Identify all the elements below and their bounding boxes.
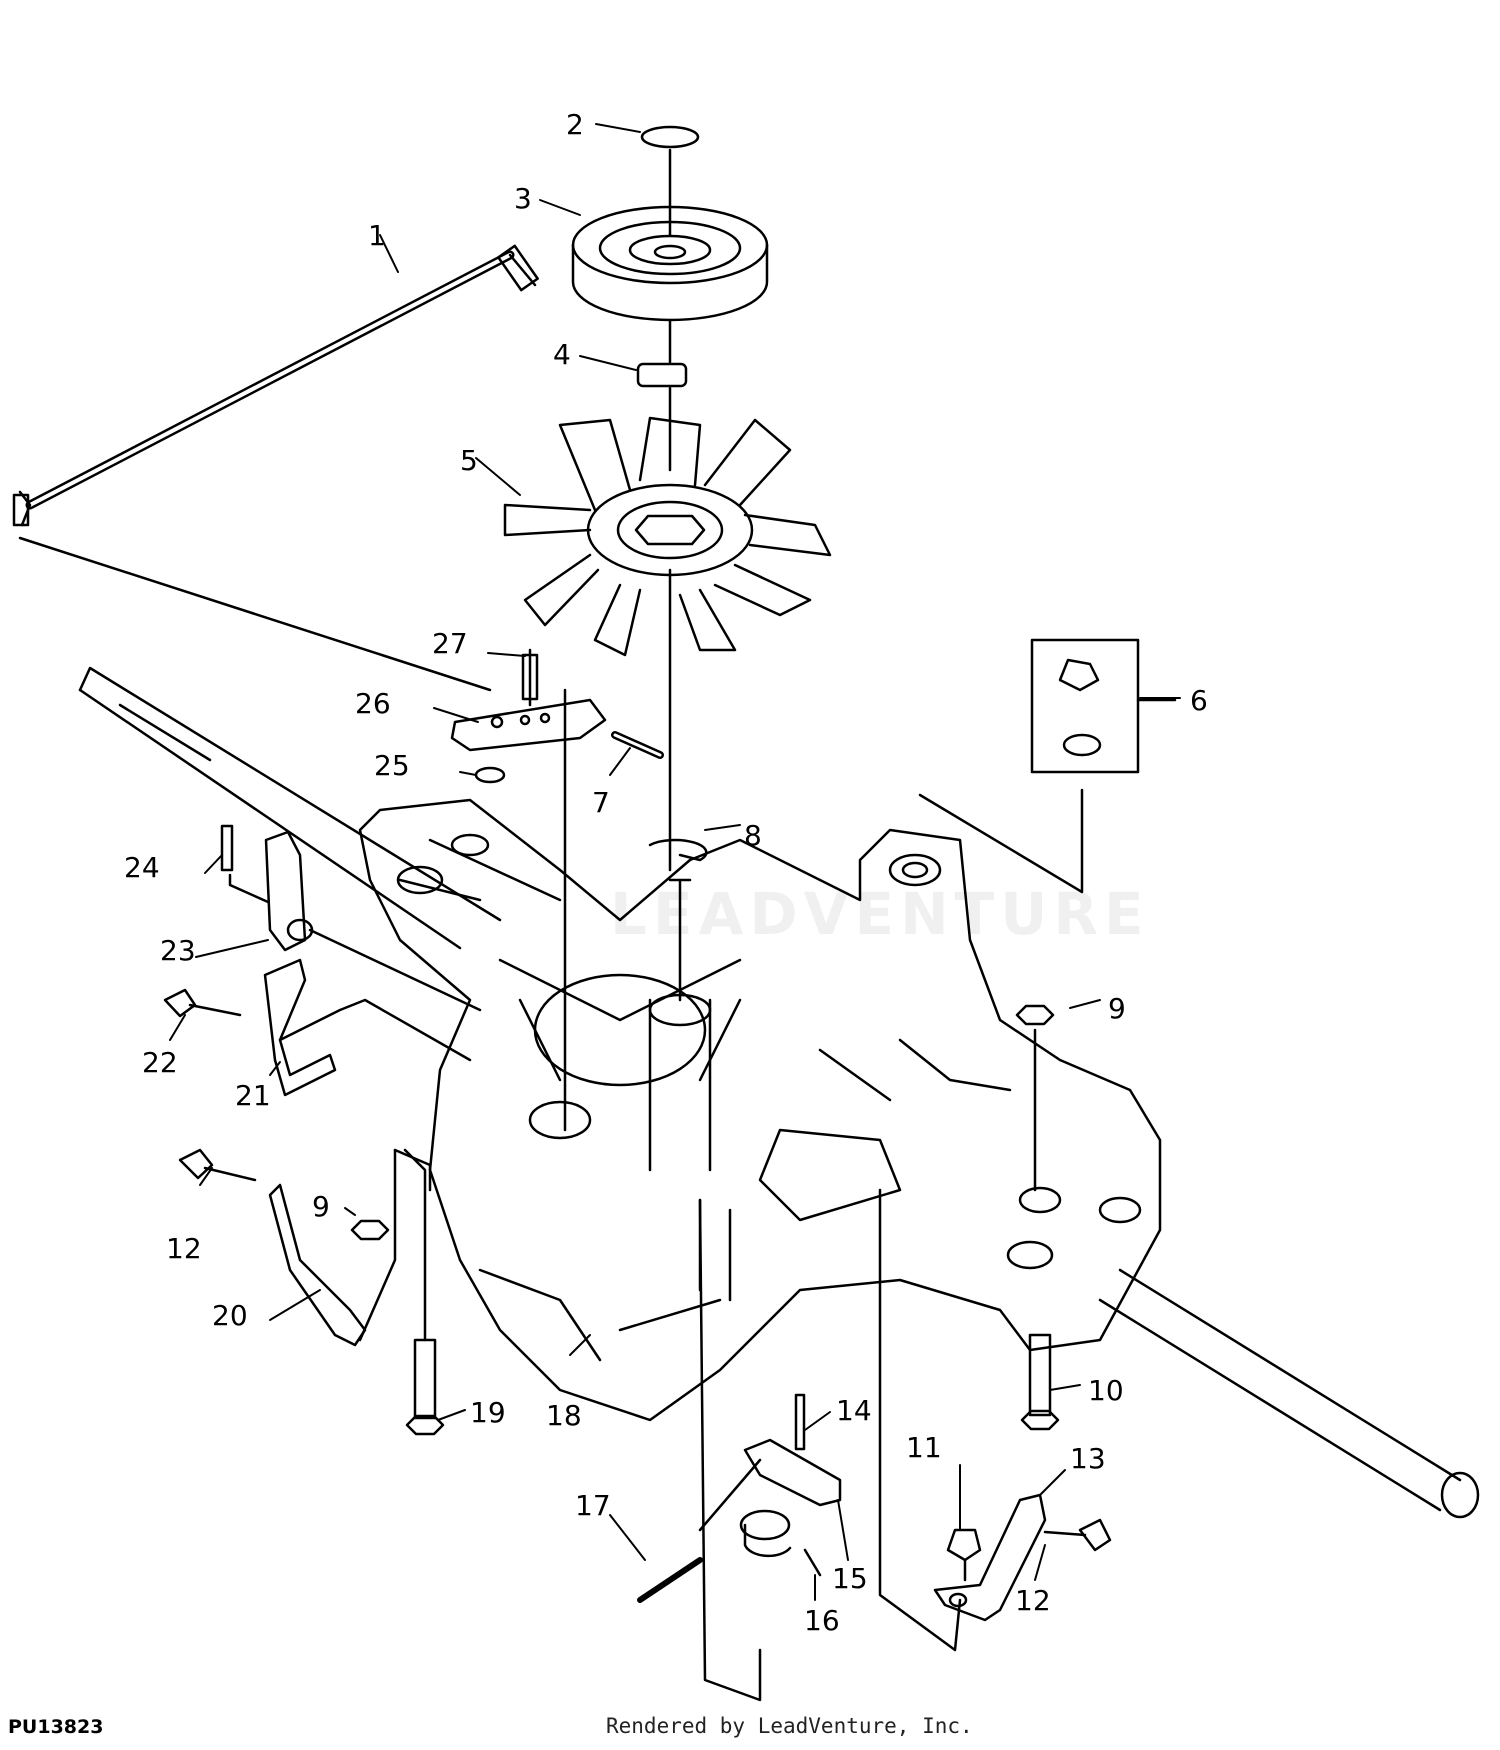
callout-10: 10 [1088,1374,1124,1407]
callout-16: 16 [804,1604,840,1637]
callout-labels: 1 2 3 4 5 6 7 8 9 9 10 11 12 12 13 14 15… [124,108,1208,1637]
callout-14: 14 [836,1394,872,1427]
callout-1: 1 [368,219,386,252]
callout-24: 24 [124,851,160,884]
callout-13: 13 [1070,1442,1106,1475]
left-mount-bolt-part [403,1148,445,1436]
callout-18: 18 [546,1399,582,1432]
shift-arm-part [450,648,664,1132]
bracket-part [163,958,472,1097]
callout-15: 15 [832,1562,868,1595]
linkage-part [637,1198,842,1702]
watermark-text: LEADVENTURE [610,880,1150,948]
callout-8: 8 [744,819,762,852]
control-rod-part [12,244,539,692]
breather-kit-part [918,638,1177,894]
callout-2: 2 [566,108,584,141]
snap-ring-part [640,125,700,149]
callout-26: 26 [355,687,391,720]
callout-4: 4 [553,338,571,371]
callout-9-right: 9 [1108,992,1126,1025]
left-axle-part [78,666,502,950]
render-credit: Rendered by LeadVenture, Inc. [606,1714,973,1738]
callout-7: 7 [592,786,610,819]
callout-12-left: 12 [166,1232,202,1265]
clip-part [648,838,708,862]
figure-id: PU13823 [8,1716,104,1738]
callout-27: 27 [432,627,468,660]
callout-3: 3 [514,182,532,215]
pivot-bracket-part [220,824,482,1012]
leader-lines [169,123,1181,1601]
key-part [636,362,688,388]
callout-12-right: 12 [1015,1584,1051,1617]
callout-21: 21 [235,1079,271,1112]
callout-19: 19 [470,1396,506,1429]
callout-17: 17 [575,1489,611,1522]
callout-6: 6 [1190,684,1208,717]
right-brake-bracket-part [878,1188,1112,1652]
callout-20: 20 [212,1299,248,1332]
callout-9-left: 9 [312,1190,330,1223]
callout-11: 11 [906,1431,942,1464]
callout-23: 23 [160,934,196,967]
brake-bracket-part [178,1148,432,1347]
callout-25: 25 [374,749,410,782]
callout-5: 5 [460,444,478,477]
right-mount-bolt-part [1015,1004,1060,1431]
cooling-fan-part [503,416,832,657]
callout-22: 22 [142,1046,178,1079]
right-axle-part [1098,1268,1480,1519]
